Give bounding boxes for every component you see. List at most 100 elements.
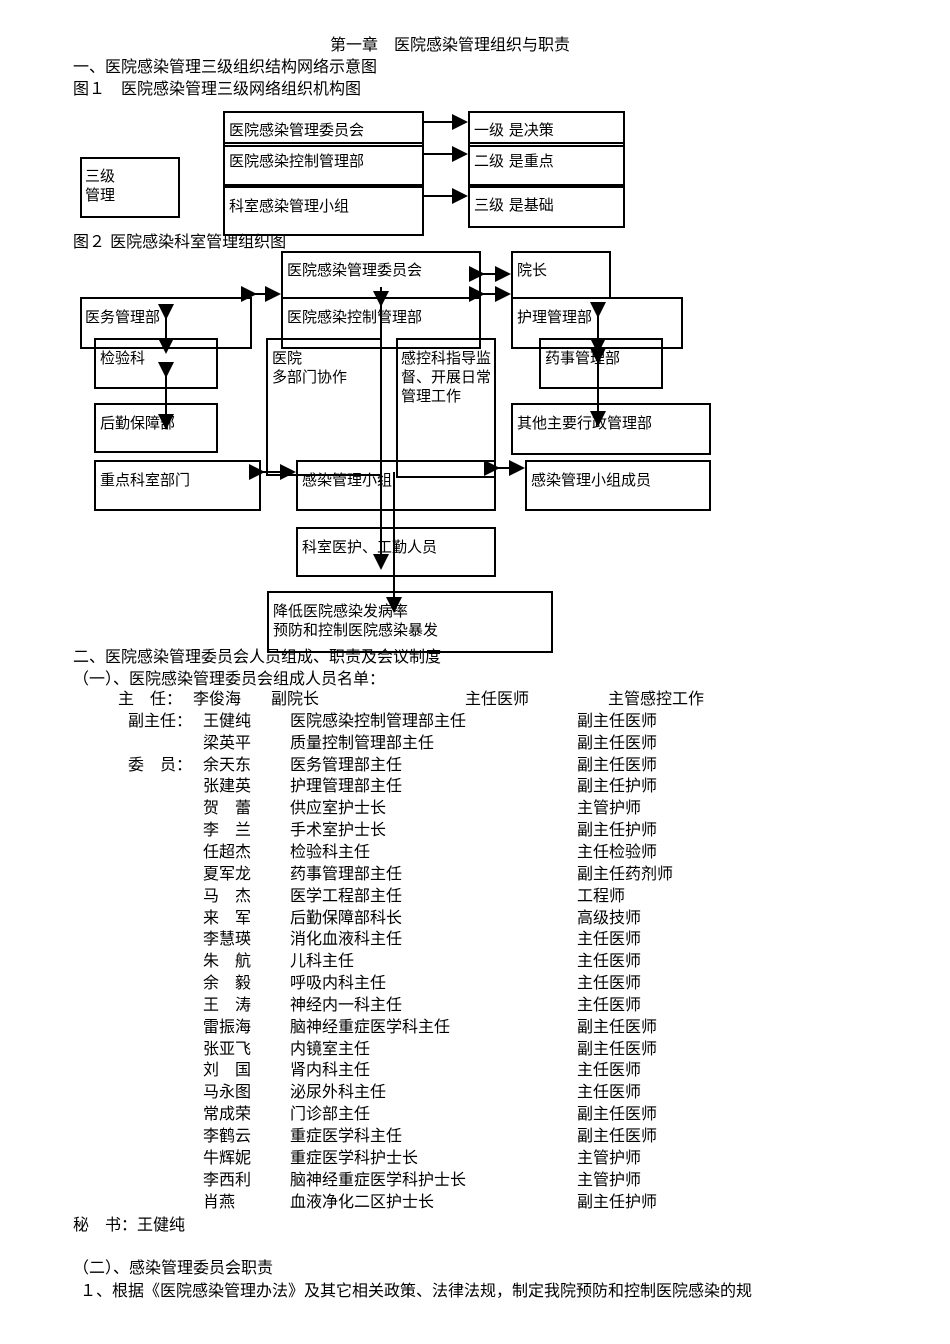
member-row: 常成荣门诊部主任副主任医师	[0, 1103, 950, 1125]
member-position: 呼吸内科主任	[290, 973, 387, 993]
member-name: 刘 国	[203, 1060, 252, 1080]
member-title: 主管护师	[577, 1169, 642, 1189]
fig2-key-dept-box: 重点科室部门	[94, 460, 261, 511]
member-position: 医院感染控制管理部主任	[290, 710, 467, 730]
member-position: 医务管理部主任	[290, 754, 403, 774]
member-position: 后勤保障部科长	[290, 907, 403, 927]
member-title: 副主任医师	[577, 1104, 658, 1124]
member-row: 副主任：王健纯医院感染控制管理部主任副主任医师	[0, 710, 950, 732]
member-title: 主任检验师	[577, 841, 658, 861]
member-position: 护理管理部主任	[290, 776, 403, 796]
member-row: 牛辉妮重症医学科护士长主管护师	[0, 1147, 950, 1169]
member-name: 李 兰	[203, 820, 252, 840]
member-role: 委 员：	[128, 754, 193, 774]
fig1-level2-label: 医院感染控制管理部	[229, 152, 365, 170]
member-title: 主任医师	[577, 973, 642, 993]
fig2-guidance-box: 感控科指导监督、开展日常管理工作	[396, 338, 496, 478]
chapter-title: 第一章 医院感染管理组织与职责	[330, 35, 571, 54]
member-title: 副主任护师	[577, 1191, 658, 1211]
figure2-caption: 图２ 医院感染科室管理组织图	[73, 232, 287, 251]
fig2-staff-box: 科室医护、工勤人员	[296, 527, 496, 577]
fig1-side-label: 三级 管理	[85, 167, 116, 204]
diagram-connectors	[158, 114, 606, 613]
member-title: 副主任医师	[577, 732, 658, 752]
member-row: 马永图 泌尿外科主任 主任医师	[0, 1081, 950, 1103]
member-name: 余 毅	[203, 973, 252, 993]
member-name: 夏军龙	[203, 863, 252, 883]
member-position: 肾内科主任	[290, 1060, 371, 1080]
member-name: 余天东	[203, 754, 252, 774]
member-title: 副主任护师	[577, 776, 658, 796]
subsection2-heading: （二）、感染管理委员会职责	[73, 1258, 274, 1277]
member-row: 张亚飞 内镜室主任 副主任医师	[0, 1038, 950, 1060]
member-name: 雷振海	[203, 1016, 252, 1036]
member-title: 主任医师	[577, 951, 642, 971]
secretary: 秘 书：王健纯	[73, 1215, 186, 1234]
fig1-level1-box: 医院感染管理委员会	[223, 111, 424, 147]
member-role: 主 任：	[118, 689, 183, 708]
fig2-group-members-label: 感染管理小组成员	[531, 471, 652, 489]
member-role: 副主任：	[128, 710, 193, 730]
member-row: 任超杰 检验科主任 主任检验师	[0, 841, 950, 863]
member-title: 主任医师	[577, 929, 642, 949]
fig2-goal-box: 降低医院感染发病率 预防和控制医院感染暴发	[267, 591, 553, 653]
fig1-role2-box: 二级 是重点	[468, 142, 625, 186]
member-row: 李西利脑神经重症医学科护士长主管护师	[0, 1169, 950, 1191]
member-row: 委 员：余天东医务管理部主任副主任医师	[0, 754, 950, 776]
fig1-role1-label: 一级 是决策	[474, 121, 554, 139]
fig2-lab-box: 检验科	[94, 338, 218, 389]
member-name: 王健纯	[203, 710, 252, 730]
fig2-president-label: 院长	[517, 261, 548, 279]
member-name: 李西利	[203, 1169, 252, 1189]
member-row: 贺 蕾供应室护士长主管护师	[0, 797, 950, 819]
member-name: 王 涛	[203, 994, 252, 1014]
member-name: 张亚飞	[203, 1038, 252, 1058]
figure1-caption: 图１ 医院感染管理三级网络组织机构图	[73, 79, 362, 98]
member-row: 来 军后勤保障部科长高级技师	[0, 907, 950, 929]
member-title: 副主任医师	[577, 1016, 658, 1036]
member-title: 工程师	[577, 885, 626, 905]
member-name: 肖燕	[203, 1191, 236, 1211]
member-name: 李俊海	[193, 689, 242, 708]
fig2-multi-dept-label: 医院 多部门协作	[272, 349, 348, 386]
member-title: 副主任医师	[577, 1126, 658, 1145]
member-position: 药事管理部主任	[290, 863, 403, 883]
member-name: 张建英	[203, 776, 252, 796]
member-title: 主任医师	[577, 1060, 642, 1080]
member-title: 主任医师	[577, 1082, 642, 1102]
member-name: 马永图	[203, 1082, 252, 1102]
member-position: 神经内一科主任	[290, 994, 403, 1014]
member-title: 副主任医师	[577, 1038, 658, 1058]
fig1-role3-label: 三级 是基础	[474, 196, 554, 214]
member-position: 重症医学科护士长	[290, 1147, 419, 1167]
fig1-role2-label: 二级 是重点	[474, 152, 554, 170]
member-title: 副主任药剂师	[577, 863, 674, 883]
member-row: 李慧瑛 消化血液科主任 主任医师	[0, 928, 950, 950]
fig2-committee-label: 医院感染管理委员会	[287, 261, 423, 279]
member-position: 供应室护士长	[290, 798, 387, 818]
fig1-level3-label: 科室感染管理小组	[229, 197, 350, 215]
member-position: 检验科主任	[290, 841, 371, 861]
member-name: 任超杰	[203, 841, 252, 861]
fig2-goal-label: 降低医院感染发病率 预防和控制医院感染暴发	[273, 602, 439, 639]
member-name: 梁英平	[203, 732, 252, 752]
fig1-role3-box: 三级 是基础	[468, 186, 625, 228]
fig2-control-dept-label: 医院感染控制管理部	[287, 308, 423, 326]
member-position: 内镜室主任	[290, 1038, 371, 1058]
member-position: 消化血液科主任	[290, 929, 403, 949]
member-position: 副院长	[271, 689, 320, 708]
member-position: 门诊部主任	[290, 1104, 371, 1124]
member-name: 马 杰	[203, 885, 252, 905]
member-name: 李慧瑛	[203, 929, 252, 949]
fig2-nursing-dept-label: 护理管理部	[517, 308, 593, 326]
member-extra: 主管感控工作	[608, 689, 705, 708]
duty-item-1: １、根据《医院感染管理办法》及其它相关政策、法律法规，制定我院预防和控制医院感染…	[80, 1281, 753, 1300]
member-row: 夏军龙 药事管理部主任 副主任药剂师	[0, 863, 950, 885]
member-position: 泌尿外科主任	[290, 1082, 387, 1102]
fig2-infection-group-label: 感染管理小组	[302, 471, 393, 489]
member-row: 张建英 护理管理部主任 副主任护师	[0, 775, 950, 797]
member-position: 重症医学科主任	[290, 1126, 403, 1145]
member-position: 脑神经重症医学科主任	[290, 1016, 451, 1036]
member-title: 主任医师	[577, 994, 642, 1014]
member-title: 高级技师	[577, 907, 642, 927]
